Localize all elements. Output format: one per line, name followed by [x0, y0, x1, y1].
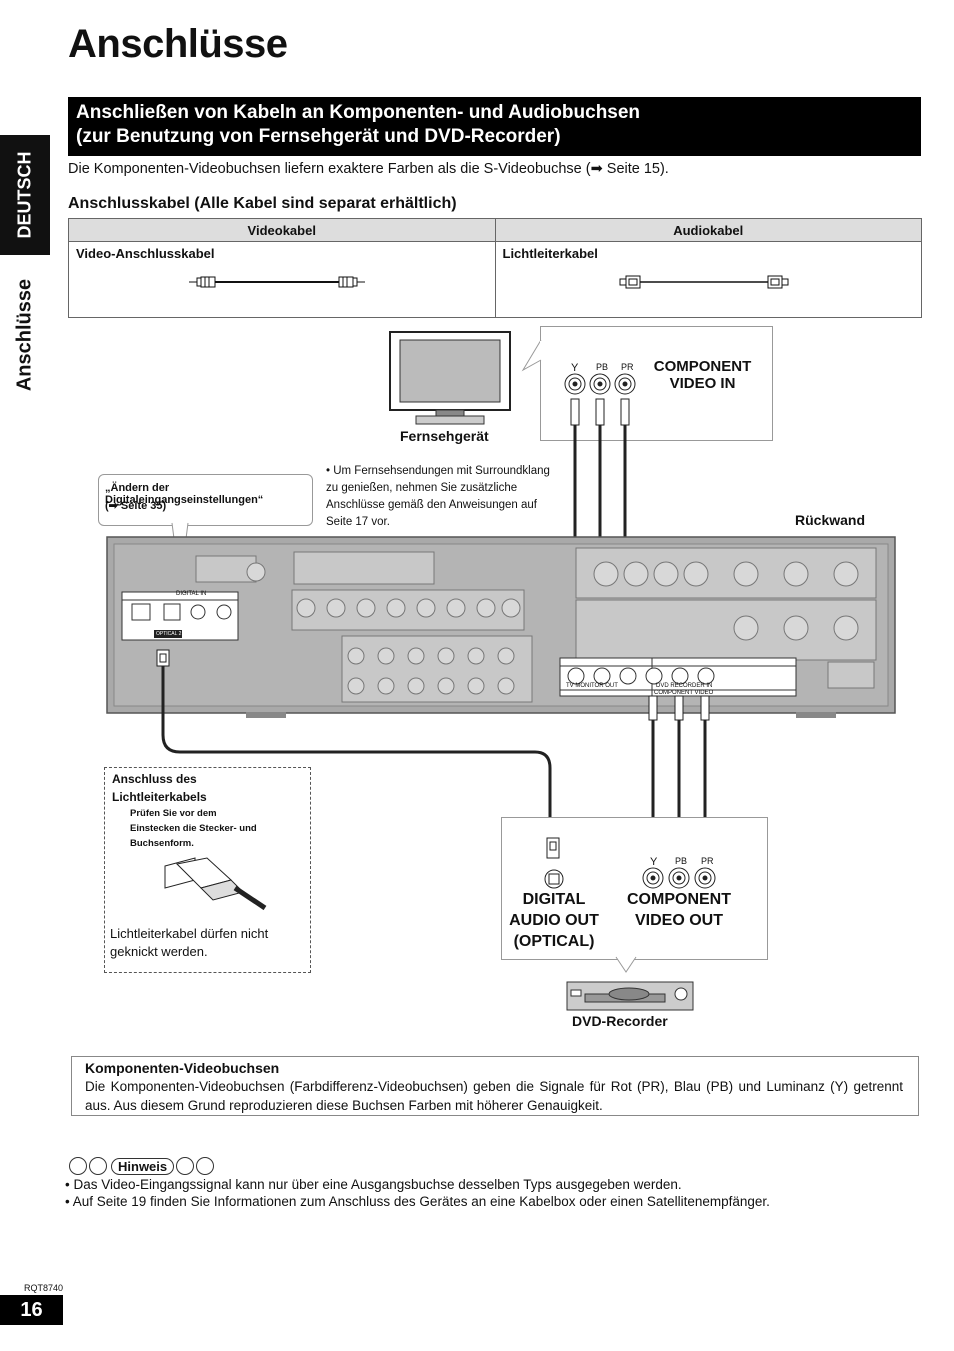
dvd-component-out-label: COMPONENT VIDEO OUT: [622, 889, 736, 931]
intro-text: Die Komponenten-Videobuchsen liefern exa…: [68, 161, 669, 177]
doc-code: RQT8740: [24, 1283, 64, 1293]
tv-component-in-line1: COMPONENT: [653, 358, 752, 375]
section-banner: Anschließen von Kabeln an Komponenten- u…: [68, 97, 921, 156]
panel-dvd-recorder-in-label: DVD RECORDER IN: [656, 683, 713, 689]
optical-warning-line1: Lichtleiterkabel dürfen nicht: [110, 926, 269, 941]
dvd-jack-pr-label: PR: [701, 856, 714, 866]
dvd-callout-pointer: [615, 956, 637, 973]
dvd-component-out-line2: VIDEO OUT: [634, 912, 723, 929]
optical-cable-icon: [619, 275, 788, 289]
tv-jack-y-label: Y: [571, 362, 579, 374]
component-note-box: Komponenten-Videobuchsen Die Komponenten…: [71, 1056, 919, 1116]
dvd-output-callout: [501, 817, 768, 960]
col-header-video: Videokabel: [68, 218, 496, 242]
dvd-digital-out-label: DIGITAL AUDIO OUT (OPTICAL): [500, 889, 608, 952]
hinweis-circle-icon: [176, 1157, 195, 1175]
hinweis-item: • Auf Seite 19 finden Sie Informationen …: [65, 1194, 770, 1209]
panel-digital-in-label: DIGITAL IN: [176, 591, 207, 597]
page-title: Anschlüsse: [68, 22, 288, 66]
hinweis-item: • Das Video-Eingangssignal kann nur über…: [65, 1177, 682, 1192]
hinweis-circle-icon: [196, 1157, 215, 1175]
tv-label: Fernsehgerät: [400, 428, 489, 444]
cable-table-heading: Anschlusskabel (Alle Kabel sind separat …: [68, 195, 457, 212]
rear-panel-label: Rückwand: [795, 512, 866, 528]
banner-line-2: (zur Benutzung von Fernsehgerät und DVD-…: [76, 126, 561, 147]
section-tab-label: Anschlüsse: [13, 278, 36, 392]
dvd-digital-out-line3: (OPTICAL): [513, 933, 595, 950]
component-note-text: Die Komponenten-Videobuchsen (Farbdiffer…: [85, 1079, 903, 1113]
optical-warning-line2: geknickt werden.: [110, 944, 208, 959]
optical-hint-title: Anschluss des Lichtleiterkabels: [112, 770, 207, 806]
dvd-jack-pb-label: PB: [675, 856, 688, 866]
dvd-jack-y-label: Y: [650, 856, 658, 868]
hinweis-circle-icon: [89, 1157, 107, 1175]
optical-hint-line3: Buchsenform.: [130, 838, 194, 849]
dvd-optical-jack: [544, 869, 564, 889]
section-tab: Anschlüsse: [0, 270, 50, 400]
hinweis-label: Hinweis: [111, 1157, 175, 1175]
tv-component-in-label: COMPONENT VIDEO IN: [650, 358, 755, 392]
tv-component-in-line2: VIDEO IN: [669, 375, 736, 392]
col-header-audio: Audiokabel: [494, 218, 922, 242]
callout-pointer: [521, 339, 542, 372]
cell-audio-cable: Lichtleiterkabel: [494, 241, 922, 318]
page-number: 16: [0, 1295, 63, 1325]
audio-cable-label: Lichtleiterkabel: [502, 246, 598, 261]
surround-note: • Um Fernsehsendungen mit Surroundklang …: [326, 465, 550, 528]
optical-hint-title-1: Anschluss des: [112, 772, 197, 786]
dvd-component-out-line1: COMPONENT: [627, 891, 731, 908]
optical-hint-title-2: Lichtleiterkabels: [112, 790, 207, 804]
banner-line-1: Anschließen von Kabeln an Komponenten- u…: [76, 102, 641, 123]
optical-plug-illustration: [164, 857, 267, 911]
tv-jack-pb-label: PB: [596, 362, 609, 372]
optical-hint-text: Prüfen Sie vor dem Einstecken die Stecke…: [130, 806, 257, 851]
tv-icon: [389, 331, 511, 425]
component-note-heading: Komponenten-Videobuchsen: [85, 1060, 280, 1076]
hinweis-circle-icon: [69, 1157, 87, 1175]
cell-video-cable: Video-Anschlusskabel: [68, 241, 496, 318]
video-cable-label: Video-Anschlusskabel: [76, 246, 215, 261]
dvd-recorder-icon: [566, 981, 694, 1011]
tv-jack-pr-label: PR: [621, 362, 634, 372]
panel-optical-label: OPTICAL 2: [156, 631, 182, 637]
digital-callout-line1: „Ändern der Digitaleingangseinstellungen…: [105, 482, 264, 506]
digital-settings-callout: „Ändern der Digitaleingangseinstellungen…: [98, 474, 313, 526]
dvd-recorder-label: DVD-Recorder: [572, 1013, 668, 1029]
digital-callout-line2: (➡ Seite 35): [105, 500, 167, 512]
optical-hint-line1: Prüfen Sie vor dem: [130, 808, 217, 819]
video-cable-icon: [189, 276, 365, 288]
tv-component-jacks: [564, 373, 636, 395]
optical-hint-line2: Einstecken die Stecker- und: [130, 823, 257, 834]
hinweis-header: Hinweis: [69, 1157, 216, 1177]
dvd-digital-out-line2: AUDIO OUT: [509, 912, 599, 929]
language-tab: DEUTSCH: [0, 135, 50, 255]
receiver-rear-panel: [106, 536, 896, 718]
cable-table: Videokabel Audiokabel Video-Anschlusskab…: [68, 218, 922, 318]
optical-hint-box: Anschluss des Lichtleiterkabels Prüfen S…: [104, 767, 311, 973]
optical-hint-warning: Lichtleiterkabel dürfen nicht geknickt w…: [110, 925, 268, 961]
panel-component-video-label: COMPONENT VIDEO: [654, 690, 714, 696]
dvd-optical-plug: [546, 837, 560, 859]
hinweis-list: • Das Video-Eingangssignal kann nur über…: [65, 1176, 770, 1210]
language-tab-label: DEUTSCH: [14, 151, 35, 239]
panel-tv-monitor-out-label: TV MONITOR OUT: [566, 683, 618, 689]
dvd-digital-out-line1: DIGITAL: [522, 891, 586, 908]
dvd-component-jacks: [642, 867, 716, 889]
